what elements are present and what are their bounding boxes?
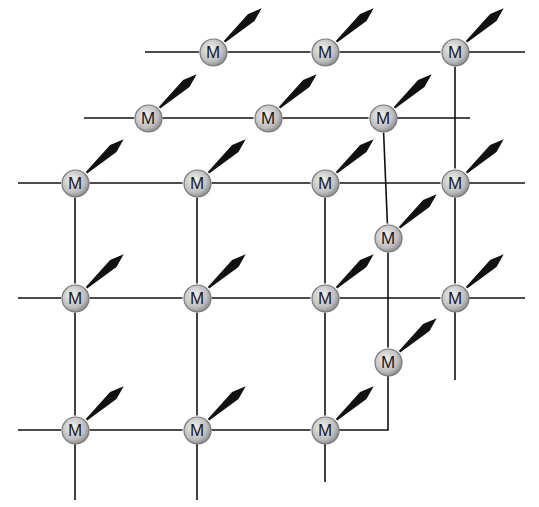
lattice-bond — [387, 253, 389, 348]
atom-symbol: M — [381, 354, 395, 371]
atom-circle: M — [61, 284, 90, 313]
atom-circle: M — [199, 38, 228, 67]
lattice-stub — [324, 444, 326, 482]
lattice-bond — [90, 182, 183, 184]
atom-symbol: M — [190, 422, 204, 439]
lattice-stub — [18, 429, 61, 431]
atom-symbol: M — [448, 44, 462, 61]
moment-arrow — [208, 386, 246, 420]
atom-symbol: M — [261, 110, 275, 127]
atom-circle: M — [369, 104, 398, 133]
atom-circle: M — [374, 224, 403, 253]
moment-arrow — [466, 254, 504, 288]
atom-symbol: M — [376, 110, 390, 127]
moment-arrow — [159, 74, 197, 108]
atom-circle: M — [254, 104, 283, 133]
atom-symbol: M — [206, 44, 220, 61]
lattice-bond — [340, 51, 441, 53]
lattice-bond — [340, 297, 441, 299]
moment-arrow — [394, 74, 432, 108]
lattice-stub — [339, 376, 388, 430]
atom-symbol: M — [318, 422, 332, 439]
moment-arrow — [466, 139, 504, 173]
moment-arrow — [86, 386, 124, 420]
atom-symbol: M — [448, 290, 462, 307]
lattice-bond — [212, 182, 311, 184]
atom-circle: M — [311, 416, 340, 445]
atom-circle: M — [183, 416, 212, 445]
lattice-stub — [196, 444, 198, 500]
lattice-bond — [212, 429, 311, 431]
moment-arrow — [336, 139, 374, 173]
moment-arrow — [466, 8, 504, 42]
lattice-bond — [163, 117, 254, 119]
lattice-bond — [228, 51, 311, 53]
lattice-bond — [212, 297, 311, 299]
lattice-bond — [454, 198, 456, 284]
lattice-bond — [324, 198, 326, 284]
atom-symbol: M — [190, 290, 204, 307]
atom-circle: M — [61, 416, 90, 445]
atom-symbol: M — [190, 175, 204, 192]
lattice-stub — [469, 51, 525, 53]
lattice-stub — [84, 117, 134, 119]
lattice-stub — [18, 182, 61, 184]
lattice-bond — [90, 297, 183, 299]
moment-arrow — [208, 254, 246, 288]
moment-arrow — [399, 194, 437, 228]
lattice-stub — [397, 117, 470, 119]
moment-arrow — [224, 8, 262, 42]
atom-symbol: M — [448, 175, 462, 192]
lattice-bond — [74, 198, 76, 284]
lattice-bond — [196, 198, 198, 284]
atom-symbol: M — [141, 110, 155, 127]
moment-arrow — [336, 386, 374, 420]
atom-circle: M — [311, 284, 340, 313]
atom-circle: M — [441, 38, 470, 67]
atom-circle: M — [61, 169, 90, 198]
lattice-bond — [454, 67, 456, 169]
atom-circle: M — [311, 38, 340, 67]
moment-arrow — [86, 139, 124, 173]
atom-symbol: M — [68, 422, 82, 439]
moment-arrow — [86, 254, 124, 288]
moment-arrow — [279, 74, 317, 108]
atom-circle: M — [134, 104, 163, 133]
lattice-bond — [340, 182, 441, 184]
atom-symbol: M — [318, 44, 332, 61]
atom-circle: M — [311, 169, 340, 198]
atom-circle: M — [183, 284, 212, 313]
lattice-bond — [74, 313, 76, 416]
atom-circle: M — [374, 348, 403, 377]
atom-circle: M — [441, 169, 470, 198]
moment-arrow — [208, 139, 246, 173]
atom-circle: M — [441, 284, 470, 313]
atom-symbol: M — [318, 290, 332, 307]
atom-symbol: M — [68, 175, 82, 192]
atom-symbol: M — [68, 290, 82, 307]
lattice-bond — [384, 132, 388, 223]
lattice-stub — [18, 297, 61, 299]
moment-arrow — [336, 8, 374, 42]
lattice-stub — [74, 444, 76, 500]
moment-arrow — [399, 318, 437, 352]
lattice-bond — [283, 117, 369, 119]
lattice-stub — [454, 312, 456, 380]
atom-symbol: M — [318, 175, 332, 192]
lattice-bond — [196, 313, 198, 416]
magnetic-moments — [86, 8, 504, 420]
moment-arrow — [336, 254, 374, 288]
lattice-bond — [324, 313, 326, 416]
lattice-stub — [145, 51, 199, 53]
lattice-bond — [90, 429, 183, 431]
lattice-stub — [469, 297, 525, 299]
atom-symbol: M — [381, 230, 395, 247]
atom-circle: M — [183, 169, 212, 198]
lattice-stub — [469, 182, 525, 184]
